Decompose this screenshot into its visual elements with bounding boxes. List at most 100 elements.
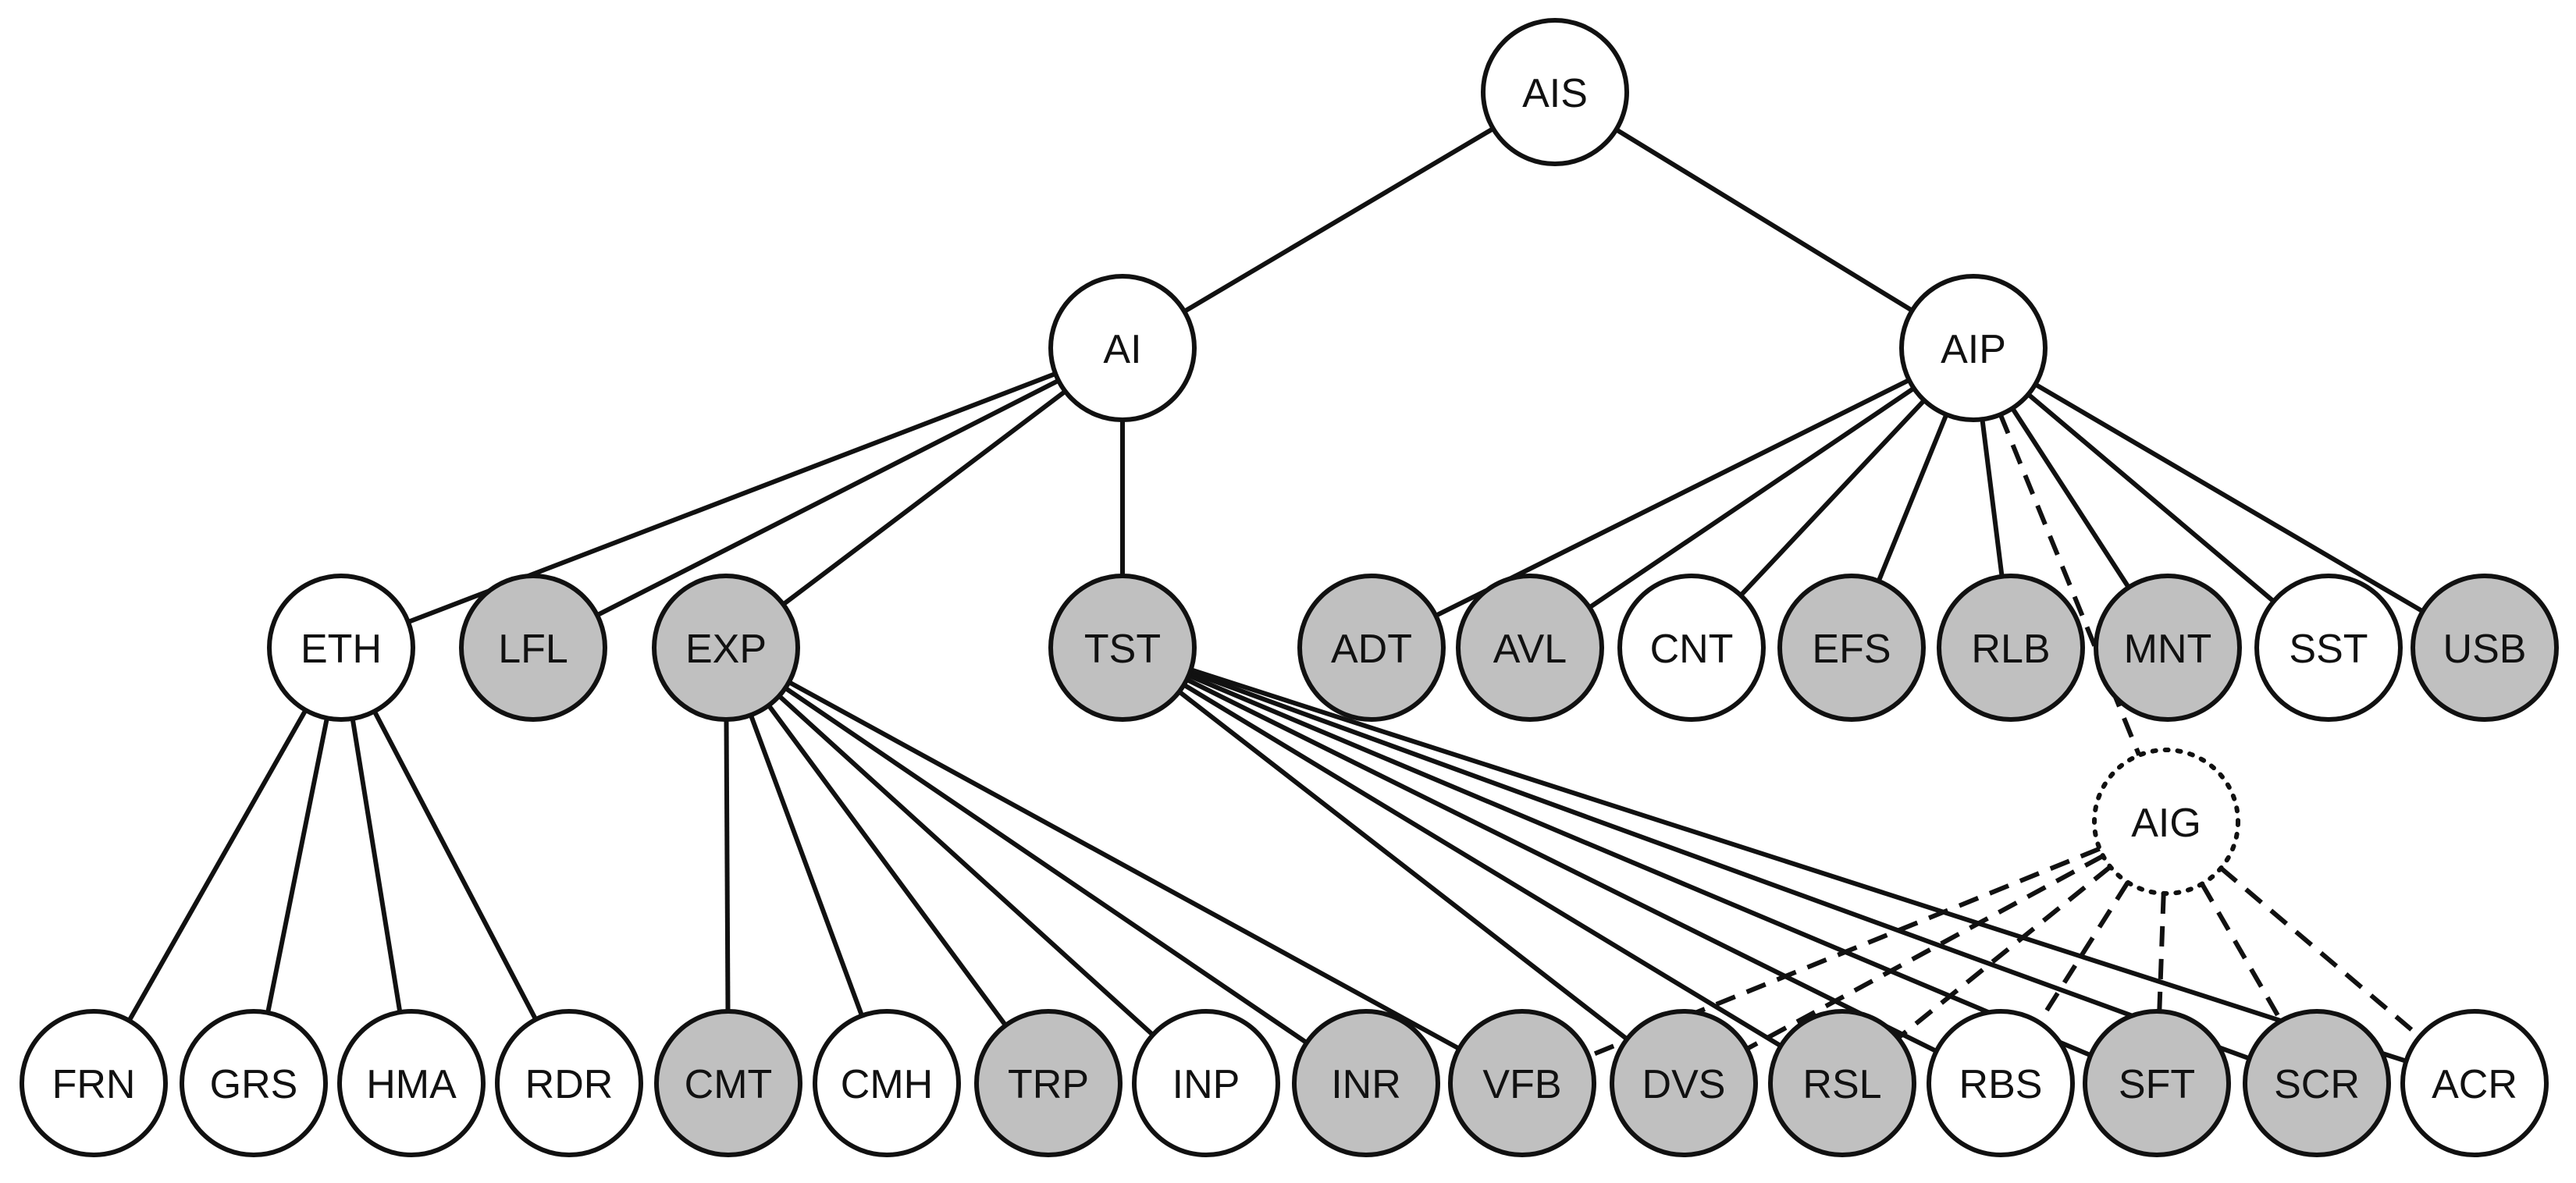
node-label: CMT bbox=[685, 1062, 773, 1107]
node-label: SCR bbox=[2274, 1062, 2360, 1107]
edge-aip-mnt bbox=[2010, 407, 2131, 589]
node-adt: ADT bbox=[1297, 574, 1446, 722]
edge-tst-acr bbox=[1190, 667, 2407, 1064]
node-label: DVS bbox=[1642, 1062, 1726, 1107]
node-rlb: RLB bbox=[1937, 574, 2085, 722]
node-circle bbox=[2083, 1009, 2231, 1157]
node-circle bbox=[2092, 748, 2240, 896]
edge-aip-usb bbox=[2033, 382, 2425, 614]
edge-aip-cnt bbox=[1738, 398, 1927, 598]
edge-exp-trp bbox=[767, 704, 1008, 1027]
node-circle bbox=[1617, 574, 1766, 722]
node-label: MNT bbox=[2124, 627, 2212, 672]
node-label: AIP bbox=[1941, 327, 2006, 372]
edge-aip-sst bbox=[2026, 393, 2275, 603]
edge-aig-acr bbox=[2219, 866, 2421, 1039]
node-circle bbox=[1899, 274, 2048, 422]
edge-aig-rsl bbox=[1896, 865, 2112, 1040]
node-avl: AVL bbox=[1456, 574, 1604, 722]
node-ais: AIS bbox=[1481, 18, 1629, 166]
node-circle bbox=[1927, 1009, 2075, 1157]
edge-eth-frn bbox=[126, 709, 308, 1022]
edge-layer bbox=[126, 126, 2425, 1064]
node-circle bbox=[1481, 18, 1629, 166]
node-circle bbox=[1297, 574, 1446, 722]
node-label: CMH bbox=[841, 1062, 933, 1107]
edge-tst-rsl bbox=[1183, 683, 1782, 1048]
node-circle bbox=[1937, 574, 2085, 722]
node-ai: AI bbox=[1048, 274, 1197, 422]
node-label: USB bbox=[2443, 627, 2527, 672]
edge-aip-efs bbox=[1876, 414, 1949, 582]
node-circle bbox=[2254, 574, 2403, 722]
node-circle bbox=[495, 1009, 643, 1157]
node-circle bbox=[1132, 1009, 1280, 1157]
node-label: RDR bbox=[525, 1062, 614, 1107]
node-label: HMA bbox=[366, 1062, 457, 1107]
node-label: ADT bbox=[1331, 627, 1412, 672]
node-label: CNT bbox=[1650, 627, 1734, 672]
node-rbs: RBS bbox=[1927, 1009, 2075, 1157]
node-label: TST bbox=[1084, 627, 1161, 672]
node-grs: GRS bbox=[180, 1009, 328, 1157]
node-circle bbox=[1048, 274, 1197, 422]
node-hma: HMA bbox=[337, 1009, 486, 1157]
node-label: SST bbox=[2289, 627, 2368, 672]
node-label: SFT bbox=[2119, 1062, 2195, 1107]
node-label: TRP bbox=[1008, 1062, 1089, 1107]
node-trp: TRP bbox=[974, 1009, 1123, 1157]
edge-exp-inp bbox=[777, 694, 1155, 1037]
node-aip: AIP bbox=[1899, 274, 2048, 422]
node-circle bbox=[337, 1009, 486, 1157]
node-label: FRN bbox=[52, 1062, 136, 1107]
node-eth: ETH bbox=[267, 574, 415, 722]
node-circle bbox=[1768, 1009, 1916, 1157]
edge-ais-aip bbox=[1614, 127, 1914, 313]
node-label: VFB bbox=[1482, 1062, 1561, 1107]
node-circle bbox=[654, 1009, 802, 1157]
node-label: ACR bbox=[2432, 1062, 2517, 1107]
node-vfb: VFB bbox=[1448, 1009, 1596, 1157]
node-circle bbox=[2094, 574, 2242, 722]
node-circle bbox=[2400, 1009, 2549, 1157]
node-label: GRS bbox=[210, 1062, 298, 1107]
node-circle bbox=[2243, 1009, 2391, 1157]
node-label: INR bbox=[1331, 1062, 1401, 1107]
node-usb: USB bbox=[2411, 574, 2559, 722]
edge-aig-rbs bbox=[2037, 881, 2130, 1024]
node-circle bbox=[1292, 1009, 1440, 1157]
edge-aig-sft bbox=[2157, 893, 2166, 1012]
node-circle bbox=[267, 574, 415, 722]
node-label: RBS bbox=[1959, 1062, 2043, 1107]
node-cmh: CMH bbox=[813, 1009, 961, 1157]
node-acr: ACR bbox=[2400, 1009, 2549, 1157]
node-circle bbox=[813, 1009, 961, 1157]
node-inp: INP bbox=[1132, 1009, 1280, 1157]
node-circle bbox=[2411, 574, 2559, 722]
node-label: EFS bbox=[1812, 627, 1891, 672]
edge-ai-lfl bbox=[596, 378, 1060, 617]
node-circle bbox=[1048, 574, 1197, 722]
node-label: AVL bbox=[1493, 627, 1567, 672]
edge-tst-dvs bbox=[1177, 690, 1629, 1041]
node-circle bbox=[1777, 574, 1926, 722]
node-circle bbox=[1610, 1009, 1758, 1157]
node-label: AIG bbox=[2131, 801, 2201, 846]
edge-tst-rbs bbox=[1186, 677, 1937, 1053]
node-circle bbox=[459, 574, 607, 722]
node-exp: EXP bbox=[652, 574, 800, 722]
node-aig: AIG bbox=[2092, 748, 2240, 896]
node-dvs: DVS bbox=[1610, 1009, 1758, 1157]
node-circle bbox=[1456, 574, 1604, 722]
node-efs: EFS bbox=[1777, 574, 1926, 722]
edge-eth-hma bbox=[350, 718, 403, 1013]
edge-exp-inr bbox=[784, 686, 1308, 1045]
edge-exp-vfb bbox=[788, 680, 1461, 1051]
edge-exp-cmt bbox=[724, 719, 731, 1012]
edge-aig-scr bbox=[2200, 883, 2283, 1022]
edge-exp-cmh bbox=[749, 714, 864, 1017]
edge-tst-sft bbox=[1187, 673, 2092, 1058]
node-label: RSL bbox=[1802, 1062, 1881, 1107]
node-label: INP bbox=[1172, 1062, 1240, 1107]
